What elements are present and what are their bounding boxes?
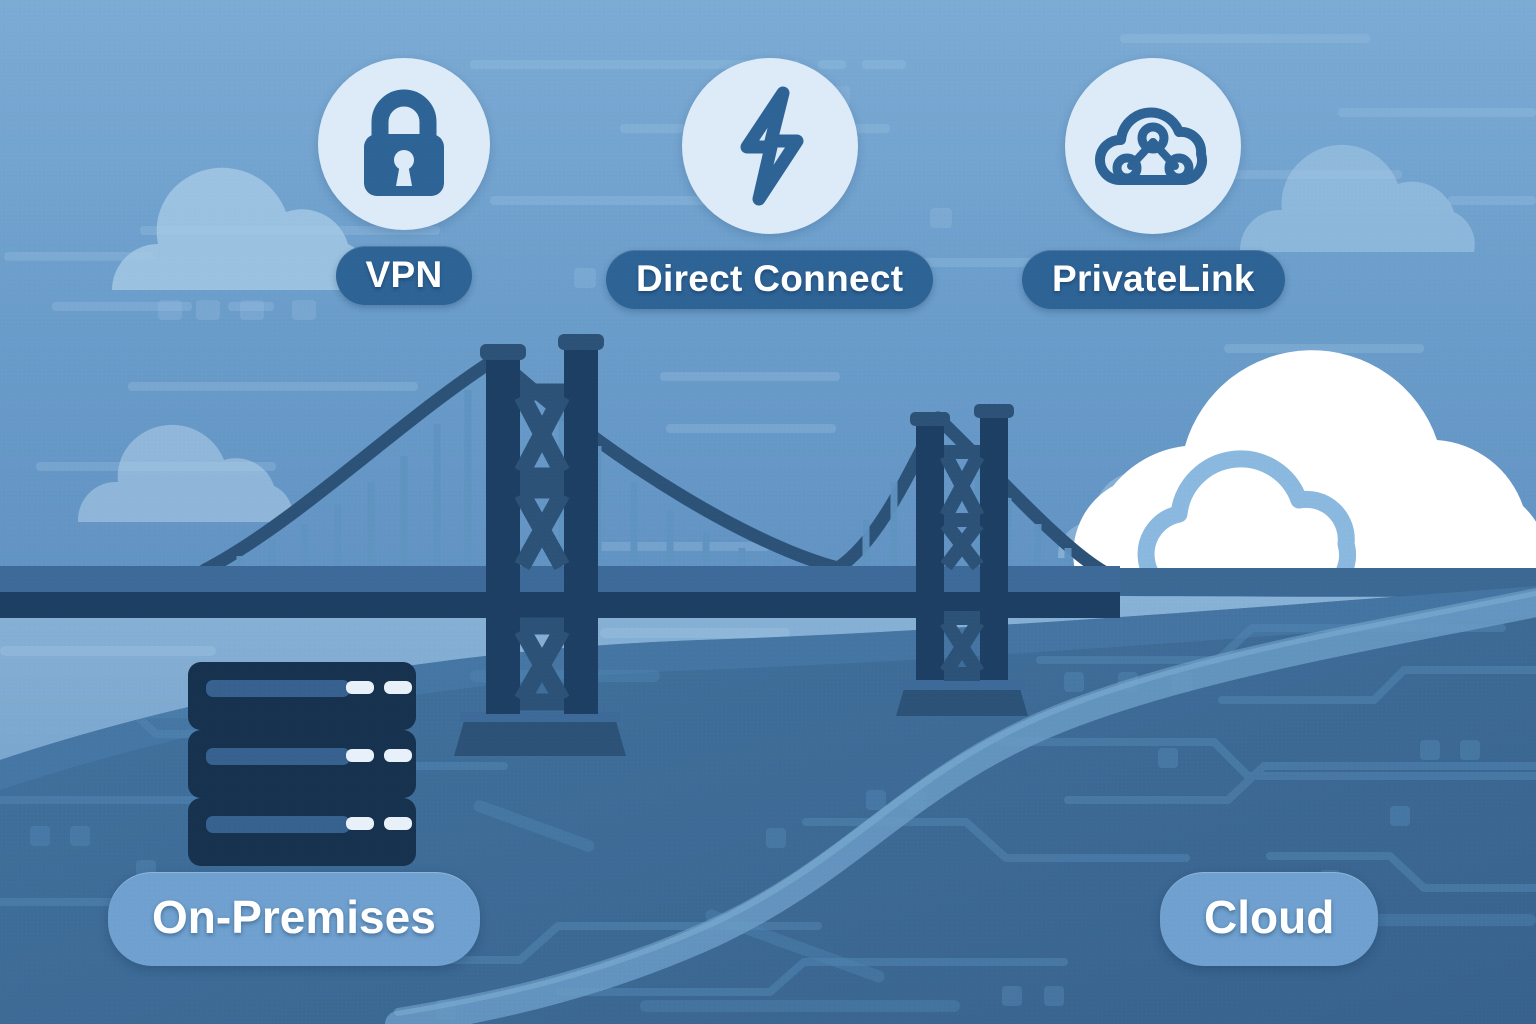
privatelink-label: PrivateLink (1022, 250, 1285, 309)
connectivity-options-row: VPN Direct Connect Privat (0, 0, 1536, 330)
sky-cloud-shapes (112, 167, 372, 290)
zone-label-on-premises[interactable]: On-Premises (108, 872, 480, 966)
connectivity-option-privatelink[interactable]: PrivateLink (1022, 58, 1285, 309)
connectivity-option-vpn[interactable]: VPN (318, 58, 490, 305)
winding-road (385, 591, 1536, 1024)
cloud-network-nodes-icon (1065, 58, 1242, 234)
server-stack-icon (188, 662, 416, 866)
lightning-bolt-icon (681, 58, 858, 234)
connectivity-option-direct-connect[interactable]: Direct Connect (606, 58, 934, 309)
bridge-tower-left (454, 334, 626, 756)
bridge-tower-right (896, 404, 1028, 716)
bridge-deck-upper (0, 566, 1120, 592)
vpn-label: VPN (335, 246, 473, 305)
cloud-outline-glyph (1137, 450, 1357, 604)
lock-icon (318, 58, 490, 230)
zone-label-cloud[interactable]: Cloud (1160, 872, 1379, 966)
direct-connect-label: Direct Connect (606, 250, 934, 309)
